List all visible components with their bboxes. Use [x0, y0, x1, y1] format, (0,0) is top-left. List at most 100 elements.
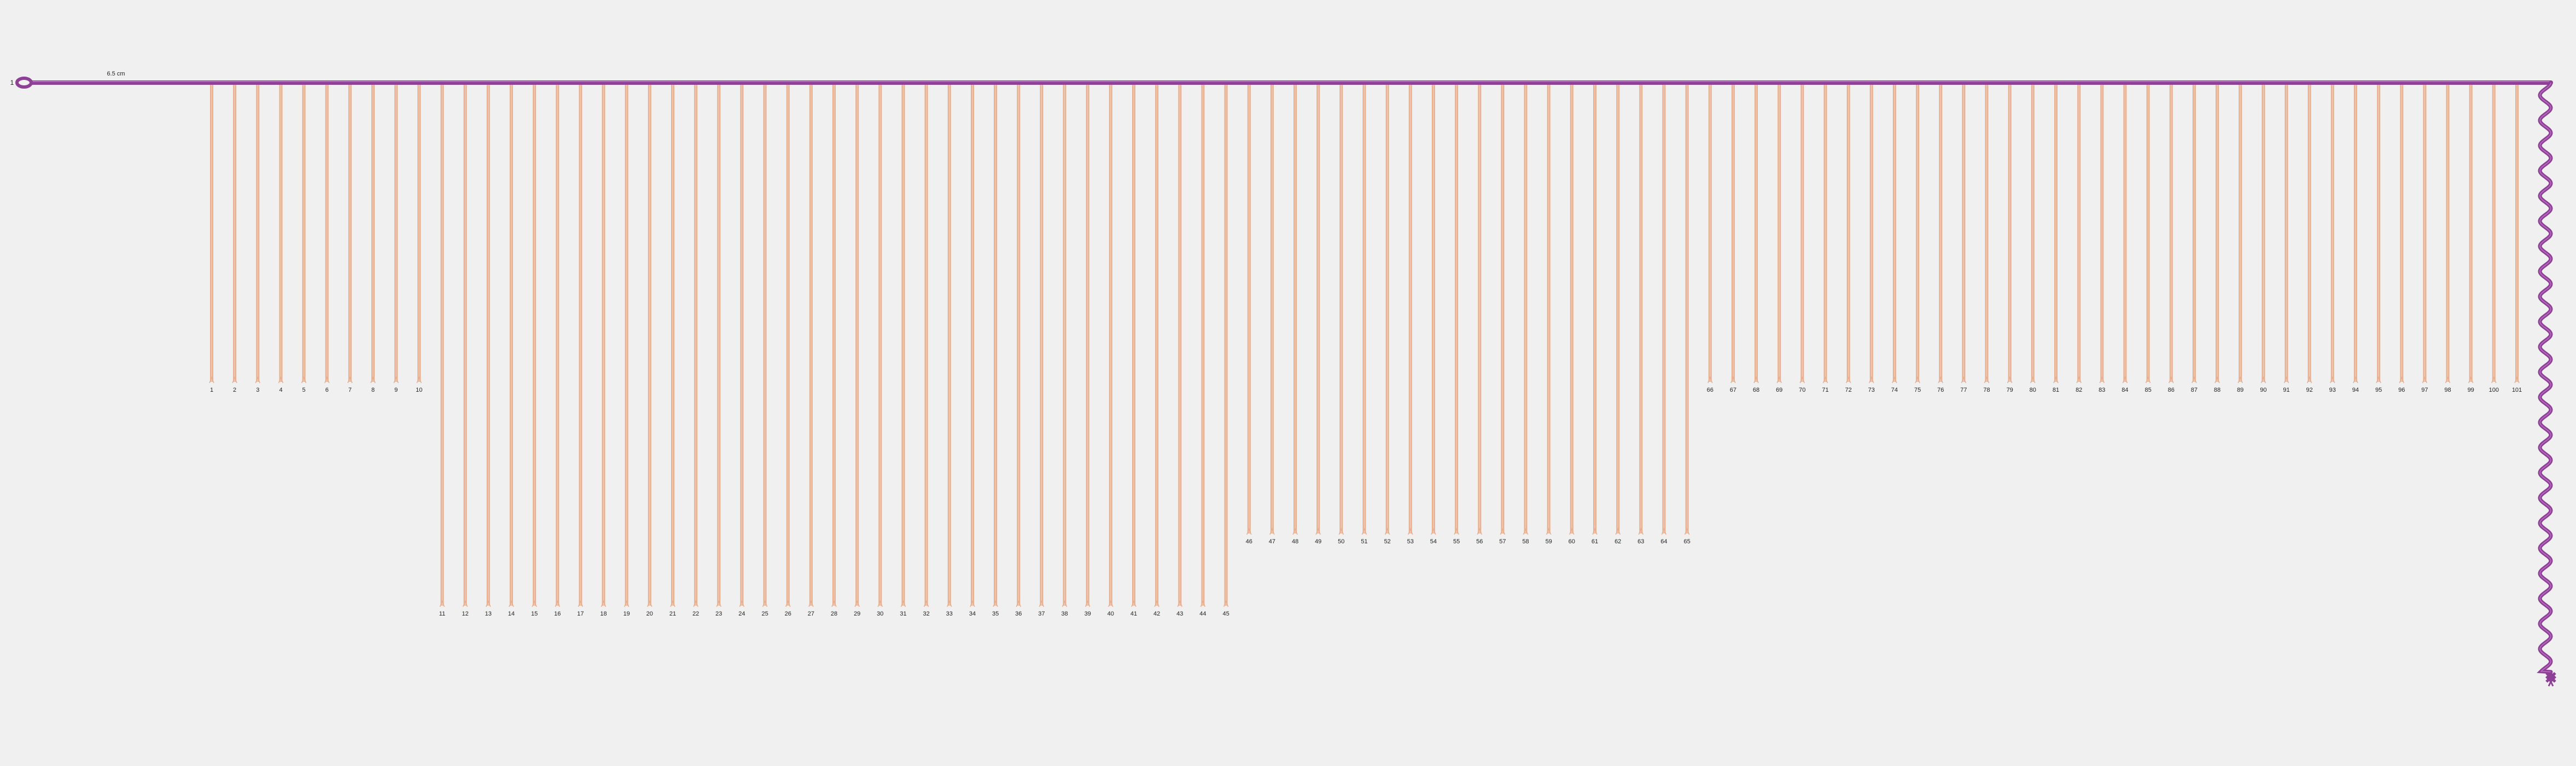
pendant-end-icon: [1915, 376, 1920, 384]
pendant-end-icon: [1477, 527, 1483, 535]
pendant-end-icon: [1892, 376, 1897, 384]
pendant-end-icon: [2376, 376, 2381, 384]
pendant-label: 17: [577, 611, 584, 617]
pendant-end-icon: [1592, 527, 1598, 535]
pendant-cord: [2376, 85, 2381, 384]
pendant-end-icon: [923, 600, 929, 607]
pendant-end-icon: [532, 600, 537, 607]
pendant-end-icon: [1016, 600, 1022, 607]
pendant-end-icon: [2007, 376, 2013, 384]
pendant-cord: [2422, 85, 2428, 384]
pendant-end-icon: [785, 600, 791, 607]
pendant-cord: [831, 85, 837, 607]
pendant-label: 50: [1338, 538, 1344, 545]
pendant-end-icon: [1845, 376, 1851, 384]
pendant-label: 37: [1038, 611, 1045, 617]
pendant-end-icon: [947, 600, 952, 607]
pendant-end-icon: [1062, 600, 1068, 607]
pendant-label: 99: [2468, 387, 2474, 393]
pendant-cord: [693, 85, 698, 607]
pendant-label: 72: [1845, 387, 1852, 393]
pendant-label: 91: [2283, 387, 2289, 393]
main-cord-tail-highlight: [2539, 82, 2551, 672]
pendant-cord: [1223, 85, 1229, 607]
pendant-end-icon: [255, 376, 261, 384]
pendant-cord: [716, 85, 722, 607]
pendant-label: 78: [1983, 387, 1990, 393]
pendant-cord: [2445, 85, 2451, 384]
pendant-label: 39: [1085, 611, 1091, 617]
pendant-cord: [1177, 85, 1183, 607]
pendant-label: 47: [1269, 538, 1275, 545]
pendant-label: 22: [692, 611, 699, 617]
pendant-end-icon: [509, 600, 514, 607]
pendant-end-icon: [2260, 376, 2266, 384]
pendant-cord: [2145, 85, 2151, 384]
pendant-label: 38: [1061, 611, 1068, 617]
pendant-end-icon: [462, 600, 468, 607]
pendant-label: 84: [2122, 387, 2128, 393]
pendant-end-icon: [1523, 527, 1529, 535]
pendant-cord: [2330, 85, 2335, 384]
pendant-end-icon: [2422, 376, 2428, 384]
pendant-label: 58: [1522, 538, 1529, 545]
pendant-label: 12: [462, 611, 468, 617]
pendant-end-icon: [1177, 600, 1183, 607]
start-loop-icon: [15, 77, 33, 89]
pendant-cord: [301, 85, 307, 384]
pendant-end-icon: [324, 376, 330, 384]
pendant-cord: [462, 85, 468, 607]
pendant-cord: [1961, 85, 1967, 384]
pendant-cord: [1638, 85, 1644, 535]
pendant-label: 20: [646, 611, 653, 617]
pendant-label: 94: [2352, 387, 2359, 393]
pendant-end-icon: [693, 600, 698, 607]
pendant-end-icon: [1154, 600, 1159, 607]
pendant-label: 11: [439, 611, 445, 617]
pendant-end-icon: [1869, 376, 1874, 384]
pendant-label: 48: [1292, 538, 1298, 545]
pendant-cord: [2237, 85, 2243, 384]
pendant-end-icon: [2030, 376, 2036, 384]
pendant-cord: [232, 85, 237, 384]
pendant-end-icon: [1546, 527, 1552, 535]
pendant-label: 33: [946, 611, 953, 617]
pendant-cord: [1869, 85, 1874, 384]
pendant-label: 85: [2144, 387, 2151, 393]
pendant-end-icon: [2169, 376, 2174, 384]
pendant-cord: [2468, 85, 2474, 384]
pendant-cord: [2214, 85, 2220, 384]
pendant-label: 10: [416, 387, 422, 393]
pendant-end-icon: [2122, 376, 2128, 384]
pendant-cord: [1338, 85, 1344, 535]
pendant-cord: [877, 85, 883, 607]
pendant-cord: [1984, 85, 1990, 384]
pendant-label: 75: [1914, 387, 1921, 393]
pendant-end-icon: [1730, 376, 1736, 384]
pendant-end-icon: [2053, 376, 2059, 384]
pendant-end-icon: [1384, 527, 1390, 535]
pendant-cord: [1592, 85, 1598, 535]
pendant-end-icon: [2192, 376, 2197, 384]
pendant-end-icon: [762, 600, 768, 607]
pendant-cord: [1730, 85, 1736, 384]
pendant-end-icon: [2330, 376, 2335, 384]
pendant-label: 26: [785, 611, 791, 617]
pendant-cord: [393, 85, 399, 384]
pendant-label: 89: [2237, 387, 2243, 393]
pendant-label: 88: [2214, 387, 2221, 393]
pendant-end-icon: [1131, 600, 1137, 607]
pendant-end-icon: [232, 376, 237, 384]
pendant-end-icon: [555, 600, 561, 607]
pendant-end-icon: [670, 600, 675, 607]
pendant-label: 21: [669, 611, 676, 617]
pendant-cord: [900, 85, 906, 607]
pendant-cord: [2283, 85, 2289, 384]
pendant-label: 35: [992, 611, 999, 617]
pendant-end-icon: [1961, 376, 1967, 384]
pendant-end-icon: [1108, 600, 1114, 607]
pendant-label: 6: [325, 387, 329, 393]
pendant-end-icon: [2353, 376, 2358, 384]
pendant-end-icon: [739, 600, 745, 607]
